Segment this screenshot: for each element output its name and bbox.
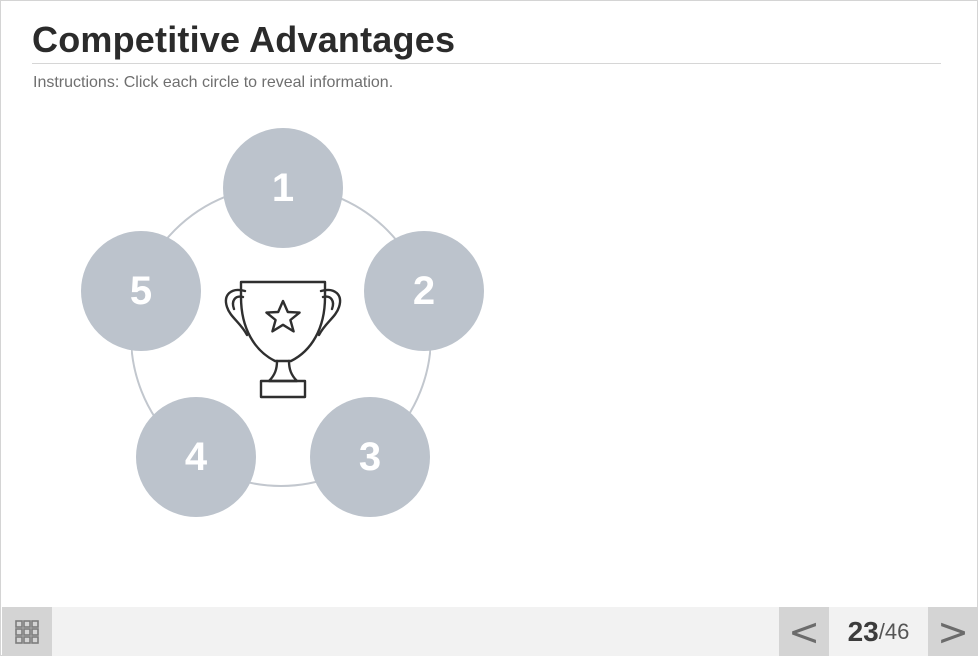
hotspot-circle-3[interactable]: 3 <box>310 397 430 517</box>
hotspot-circle-4[interactable]: 4 <box>136 397 256 517</box>
chevron-right-icon: > <box>937 609 969 654</box>
menu-button[interactable] <box>2 607 52 656</box>
slide-title: Competitive Advantages <box>32 19 456 60</box>
trophy-star-icon <box>224 280 342 399</box>
instructions-text: Instructions: Click each circle to revea… <box>33 74 394 91</box>
chevron-left-icon: < <box>788 609 820 654</box>
page-current: 23 <box>847 615 879 647</box>
player-controls-bar: < 23/46 > <box>2 607 978 656</box>
hotspot-label: 1 <box>271 165 295 210</box>
title-divider <box>32 63 941 64</box>
hotspot-circle-1[interactable]: 1 <box>223 128 343 248</box>
prev-slide-button[interactable]: < <box>779 607 829 656</box>
grid-menu-icon <box>15 619 39 644</box>
hotspot-circle-5[interactable]: 5 <box>81 231 201 351</box>
hotspot-label: 2 <box>412 268 436 313</box>
hotspot-circle-2[interactable]: 2 <box>364 231 484 351</box>
hotspot-label: 3 <box>358 434 382 479</box>
hotspot-label: 4 <box>184 434 208 479</box>
hotspot-label: 5 <box>129 268 153 313</box>
page-counter: 23/46 <box>829 607 928 656</box>
page-separator: / <box>878 618 885 644</box>
page-total: 46 <box>884 618 910 644</box>
next-slide-button[interactable]: > <box>928 607 978 656</box>
